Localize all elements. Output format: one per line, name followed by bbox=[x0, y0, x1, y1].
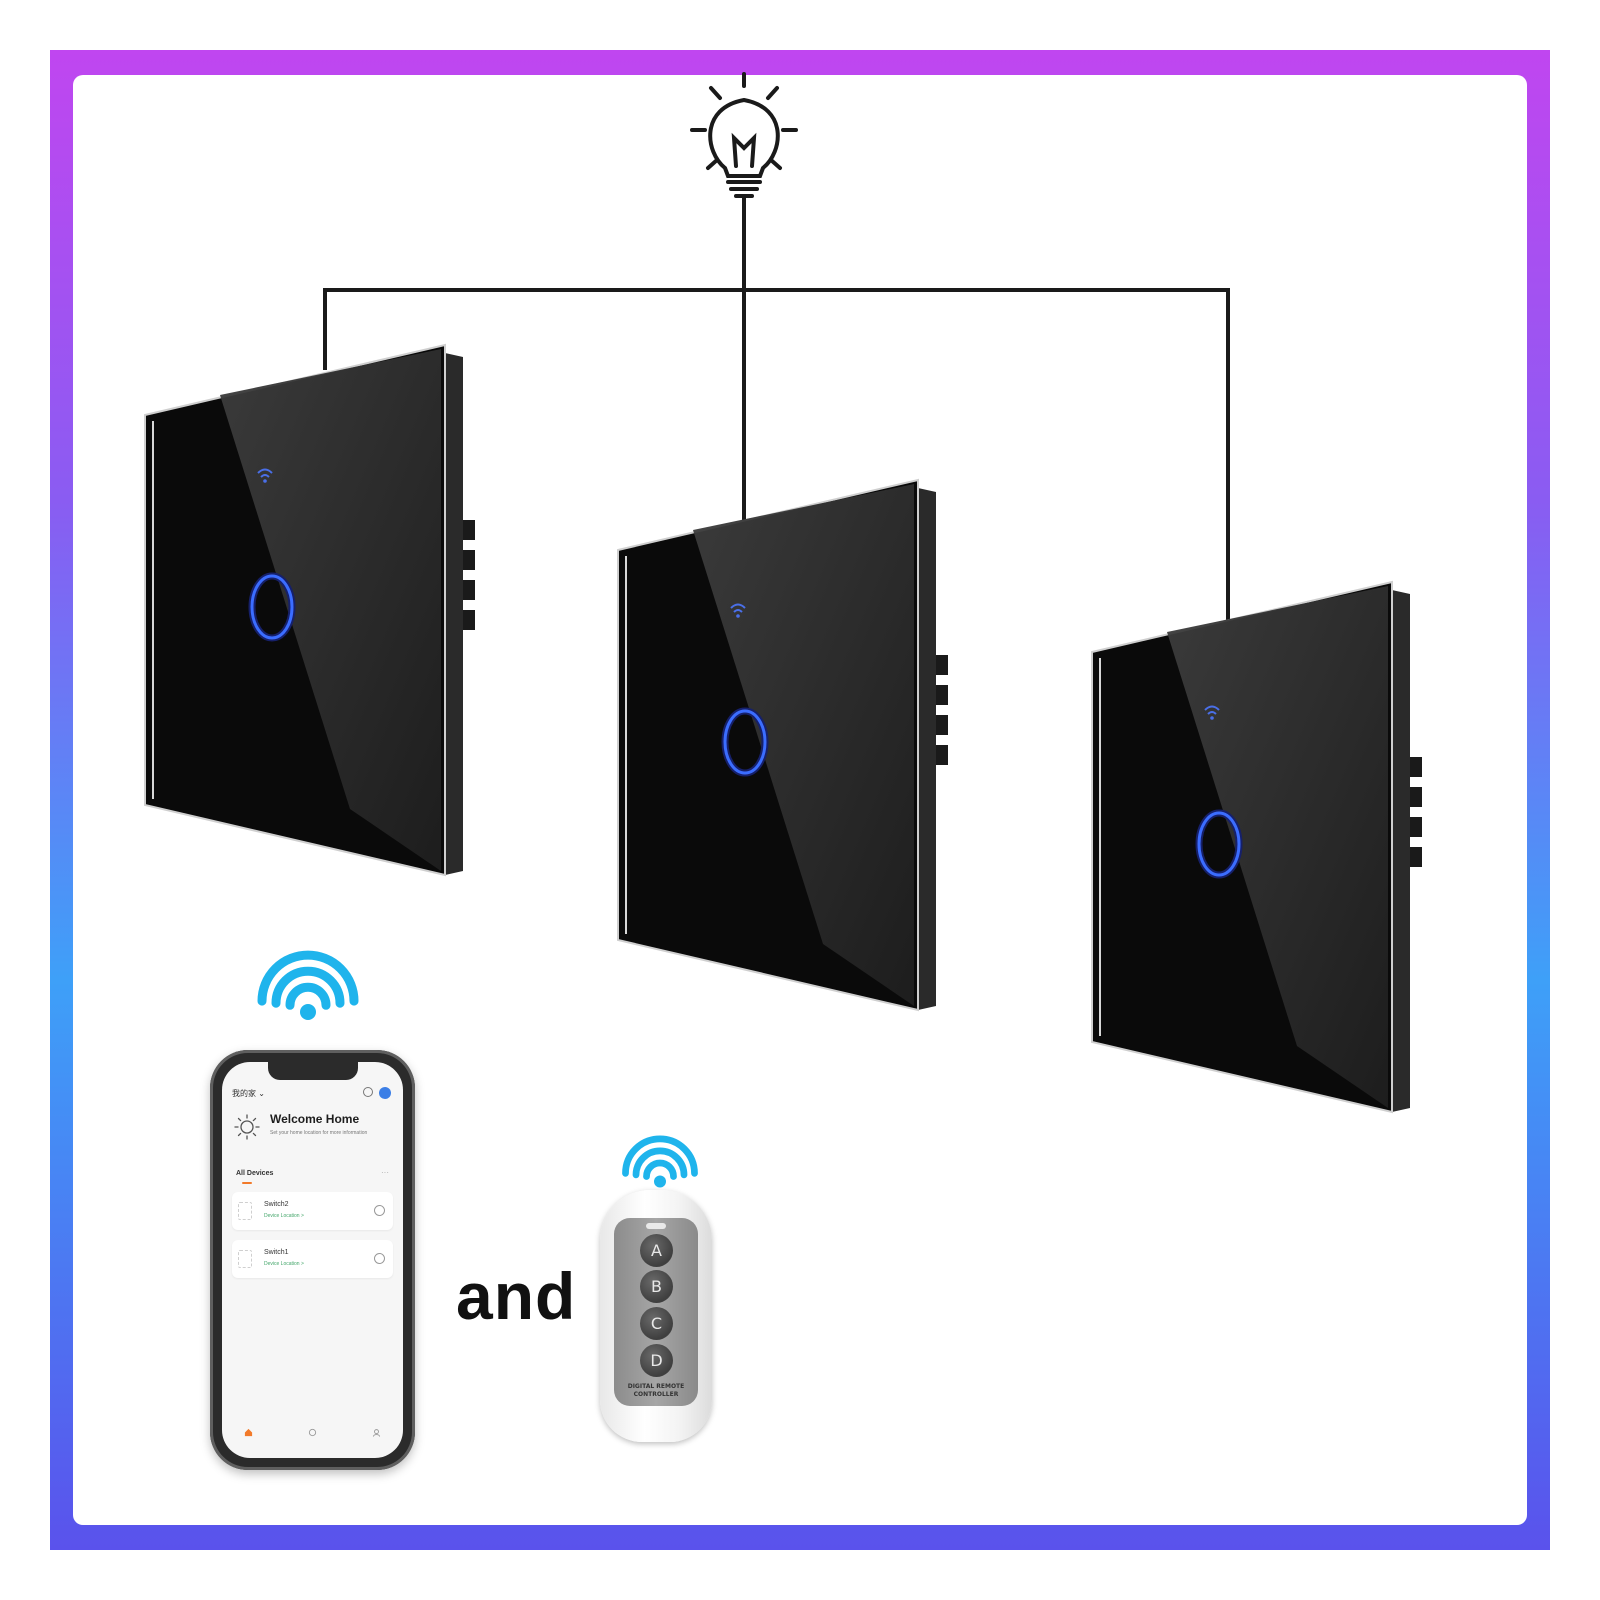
device-location: Device Location > bbox=[264, 1261, 304, 1267]
remote-button-c[interactable]: C bbox=[640, 1307, 673, 1340]
wifi-icon bbox=[622, 1135, 698, 1188]
voice-icon[interactable] bbox=[363, 1087, 373, 1097]
wifi-dot bbox=[300, 1004, 316, 1020]
touch-switch bbox=[617, 478, 948, 1012]
welcome-subtitle[interactable]: Set your home location for more informat… bbox=[270, 1130, 368, 1136]
remote-button-b[interactable]: B bbox=[640, 1270, 673, 1303]
switch-side bbox=[1392, 590, 1410, 1112]
touch-switch bbox=[1091, 580, 1422, 1114]
wifi-arc bbox=[257, 950, 359, 1006]
touch-button-ring bbox=[723, 709, 767, 775]
switch-icon bbox=[238, 1202, 252, 1220]
remote-brand-line2: CONTROLLER bbox=[633, 1391, 679, 1398]
welcome-card: Welcome Home Set your home location for … bbox=[232, 1110, 393, 1152]
wifi-indicator-icon bbox=[260, 474, 270, 478]
wifi-dot bbox=[654, 1175, 666, 1188]
wifi-indicator-icon bbox=[1207, 711, 1217, 715]
mounting-clip bbox=[1410, 757, 1422, 777]
mounting-clip bbox=[936, 685, 948, 705]
switch-panels bbox=[144, 343, 1422, 1114]
wifi-arc bbox=[271, 966, 345, 1008]
tab-all-devices[interactable]: All Devices bbox=[236, 1170, 274, 1177]
remote-button-a[interactable]: A bbox=[640, 1234, 673, 1267]
remote-led bbox=[646, 1223, 666, 1229]
touch-button-ring bbox=[1197, 811, 1241, 877]
remote-button-d[interactable]: D bbox=[640, 1344, 673, 1377]
glass-sheen bbox=[1167, 586, 1388, 1108]
wifi-indicator-icon bbox=[733, 609, 743, 613]
device-card[interactable]: Switch2 Device Location > bbox=[232, 1192, 393, 1230]
touch-switch bbox=[144, 343, 475, 877]
app-screen: 我的家 ⌄ Welcome Home Set your home locatio… bbox=[222, 1062, 403, 1458]
phone-notch bbox=[268, 1062, 358, 1080]
light-bulb-icon bbox=[690, 72, 798, 198]
mounting-clip bbox=[463, 520, 475, 540]
wifi-indicator-icon bbox=[730, 603, 746, 609]
sun-icon bbox=[234, 1114, 260, 1140]
home-icon bbox=[244, 1428, 252, 1437]
power-icon[interactable] bbox=[374, 1253, 385, 1264]
profile-icon bbox=[372, 1429, 380, 1437]
mounting-clip bbox=[1410, 817, 1422, 837]
switch-side bbox=[918, 488, 936, 1010]
remote-brand-label: DIGITAL REMOTE CONTROLLER bbox=[614, 1383, 698, 1399]
wifi-icon bbox=[257, 950, 359, 1020]
wifi-indicator-icon bbox=[1204, 705, 1220, 711]
glass-sheen bbox=[693, 484, 914, 1006]
welcome-title: Welcome Home bbox=[270, 1112, 360, 1126]
scene-icon bbox=[308, 1428, 316, 1437]
switch-side bbox=[445, 353, 463, 875]
home-selector[interactable]: 我的家 ⌄ bbox=[232, 1089, 265, 1098]
app-header: 我的家 ⌄ bbox=[230, 1084, 395, 1102]
wiring bbox=[323, 198, 1230, 630]
tab-underline bbox=[242, 1182, 252, 1184]
glass-sheen bbox=[220, 349, 441, 871]
wifi-indicator-dot bbox=[736, 614, 740, 618]
app-tab-bar bbox=[222, 1426, 403, 1452]
wifi-indicator-dot bbox=[263, 479, 267, 483]
wifi-arc bbox=[643, 1159, 677, 1180]
smartphone: 我的家 ⌄ Welcome Home Set your home locatio… bbox=[210, 1050, 415, 1470]
wifi-indicator-dot bbox=[1210, 716, 1214, 720]
wifi-indicator-icon bbox=[257, 468, 273, 474]
device-name: Switch2 bbox=[264, 1201, 289, 1208]
device-location: Device Location > bbox=[264, 1213, 304, 1219]
and-label: and bbox=[456, 1259, 577, 1333]
mounting-clip bbox=[936, 655, 948, 675]
mounting-clip bbox=[936, 715, 948, 735]
mounting-clip bbox=[463, 550, 475, 570]
mounting-clip bbox=[1410, 847, 1422, 867]
power-icon[interactable] bbox=[374, 1205, 385, 1216]
tab-scene[interactable] bbox=[292, 1428, 332, 1437]
mounting-clip bbox=[936, 745, 948, 765]
wifi-arc bbox=[285, 982, 331, 1010]
device-card[interactable]: Switch1 Device Location > bbox=[232, 1240, 393, 1278]
remote-brand-line1: DIGITAL REMOTE bbox=[627, 1383, 685, 1390]
tab-me[interactable] bbox=[356, 1428, 396, 1437]
switch-icon bbox=[238, 1250, 252, 1268]
remote-control: A B C D DIGITAL REMOTE CONTROLLER bbox=[600, 1190, 712, 1442]
add-icon[interactable] bbox=[379, 1087, 391, 1099]
wifi-arc bbox=[622, 1135, 698, 1177]
tab-home[interactable] bbox=[228, 1428, 268, 1437]
wifi-arc bbox=[632, 1147, 688, 1179]
mounting-clip bbox=[463, 610, 475, 630]
mounting-clip bbox=[1410, 787, 1422, 807]
device-name: Switch1 bbox=[264, 1249, 289, 1256]
more-icon[interactable]: ··· bbox=[381, 1168, 389, 1177]
mounting-clip bbox=[463, 580, 475, 600]
touch-button-ring bbox=[250, 574, 294, 640]
